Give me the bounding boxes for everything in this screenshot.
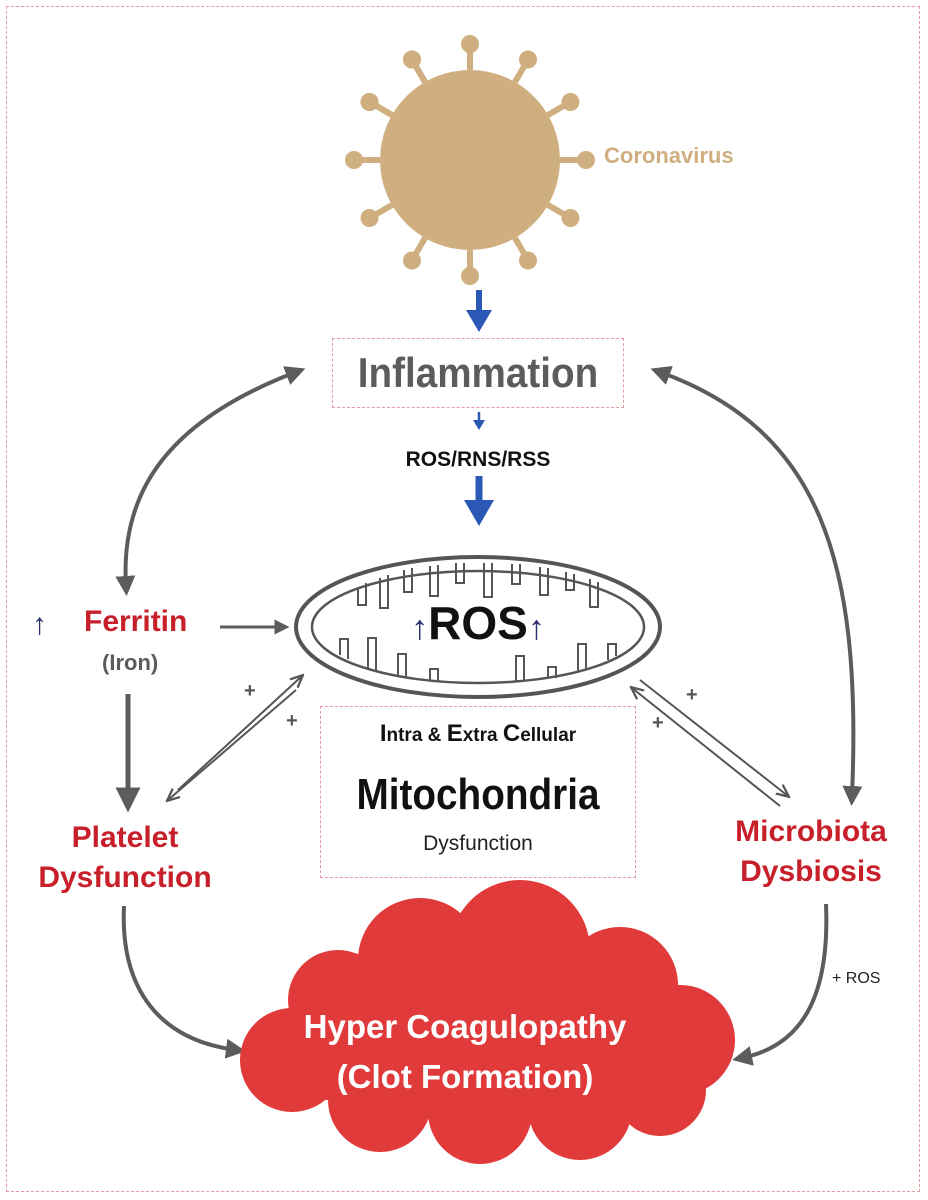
virus-spike-tip — [345, 151, 363, 169]
word-part: ntra & — [386, 725, 447, 746]
mito-ros-label: ↑ROS↑ — [388, 596, 568, 650]
plus-sign: + — [244, 680, 256, 702]
blue-arrow-ros-to-mito — [464, 476, 494, 526]
plus-sign: + — [286, 710, 298, 732]
ros-rns-rss-label: ROS/RNS/RSS — [405, 448, 551, 471]
arrow-inflammation-ferritin — [115, 366, 306, 596]
word-part: xtra — [462, 725, 503, 746]
virus-spike-tip — [360, 209, 379, 227]
coronavirus-label: Coronavirus — [604, 143, 734, 168]
blue-arrow-virus-to-inflammation — [466, 290, 492, 332]
hyper-line1: Hyper Coagulopathy — [303, 1008, 627, 1045]
arrow-microbiota-to-clot — [732, 903, 829, 1066]
plus-ros-label: + ROS — [832, 970, 881, 987]
virus-spike-tip — [561, 209, 580, 227]
up-arrow-icon: ↑ — [411, 609, 429, 647]
virus-spike-tip — [360, 93, 379, 111]
virus-spike-tip — [519, 50, 537, 69]
platelet-line1: Platelet — [71, 821, 179, 854]
up-arrow-icon: ↑ — [32, 608, 47, 641]
outer-frame — [6, 6, 920, 1192]
ros-text: ROS — [428, 597, 528, 649]
up-arrow-icon: ↑ — [527, 609, 545, 647]
virus-spike-tip — [461, 35, 479, 53]
intra-extra-cellular-label: Intra & Extra Cellular — [320, 720, 636, 748]
virus-spike-tip — [519, 251, 537, 270]
platelet-line2: Dysfunction — [38, 861, 212, 894]
cap-letter: I — [379, 720, 387, 747]
microbiota-line2: Dysbiosis — [740, 855, 882, 888]
cap-letter: E — [446, 720, 463, 747]
virus-body — [380, 70, 560, 250]
coronavirus-icon — [345, 35, 595, 285]
mitochondria-title: Mitochondria — [356, 770, 600, 819]
hyper-coagulopathy-label: Hyper Coagulopathy (Clot Formation) — [250, 1002, 680, 1102]
ferritin-label: Ferritin — [84, 605, 188, 638]
dysfunction-label: Dysfunction — [423, 832, 533, 855]
hyper-line2: (Clot Formation) — [336, 1058, 594, 1095]
iron-label: (Iron) — [102, 650, 159, 675]
virus-spike-tip — [461, 267, 479, 285]
virus-spike-tip — [561, 93, 580, 111]
arrow-platelet-to-clot — [121, 905, 246, 1059]
arrows-mito-microbiota — [632, 679, 788, 807]
blue-arrow-small — [473, 412, 485, 430]
virus-spike-tip — [403, 251, 421, 270]
mitochondrion-icon — [294, 555, 662, 699]
virus-spike-tip — [577, 151, 595, 169]
mitochondria-box — [320, 706, 636, 878]
arrow-inflammation-microbiota — [650, 366, 863, 806]
cap-letter: C — [502, 720, 521, 747]
word-part: ellular — [520, 725, 577, 746]
virus-spike-tip — [403, 50, 421, 69]
arrows-platelet-mito — [168, 676, 302, 800]
microbiota-line1: Microbiota — [735, 815, 887, 848]
plus-sign: + — [686, 684, 698, 706]
inflammation-label: Inflammation — [357, 349, 599, 396]
plus-sign: + — [652, 712, 664, 734]
clot-cloud — [240, 880, 735, 1164]
inflammation-box — [332, 338, 624, 408]
